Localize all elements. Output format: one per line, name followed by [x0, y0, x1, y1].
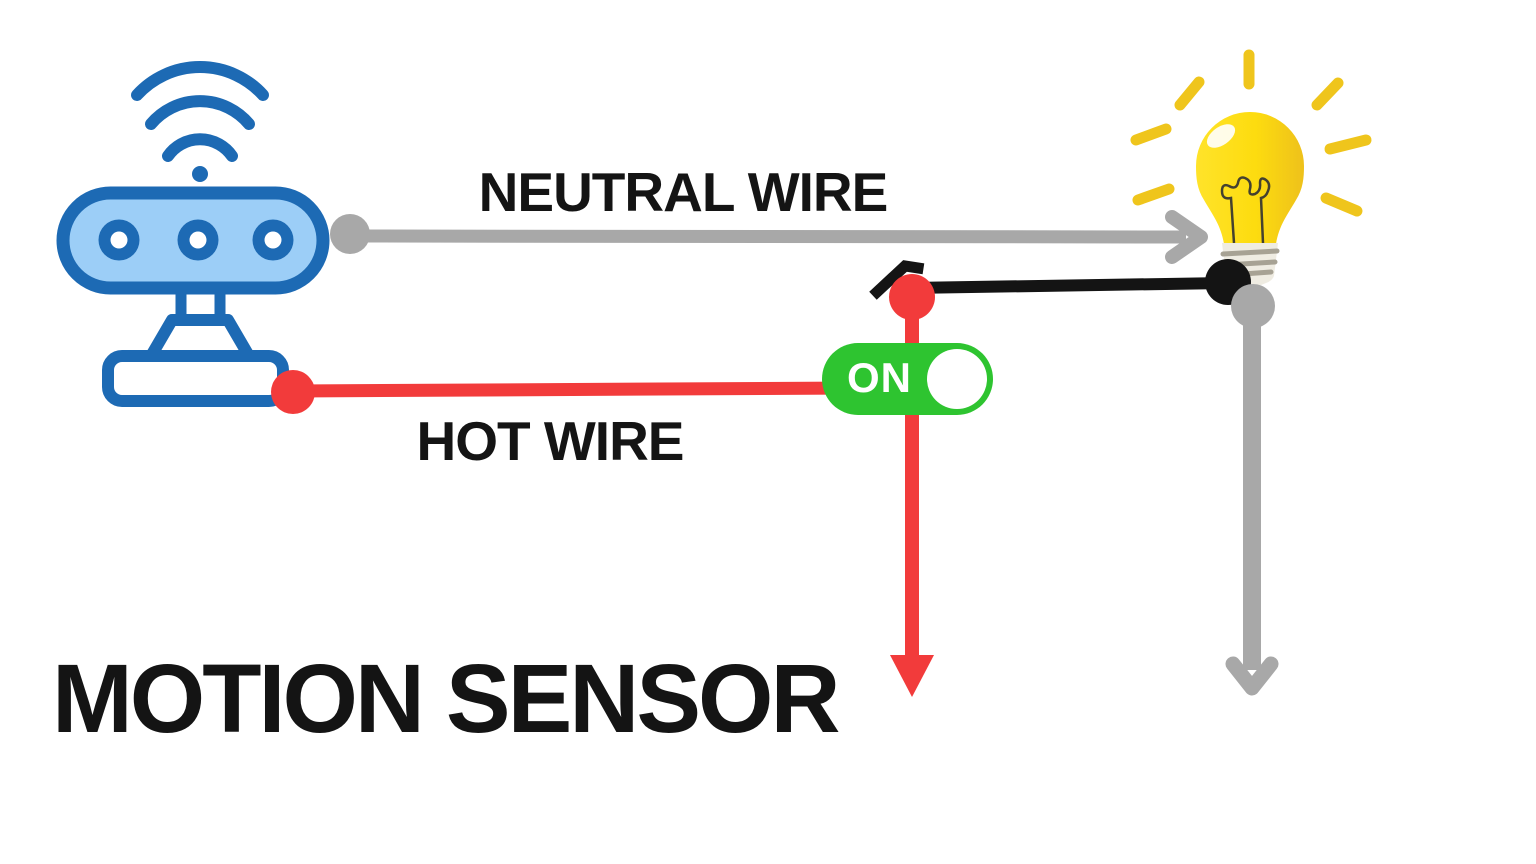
light-switch-toggle[interactable]: ON — [822, 343, 993, 415]
bulb-neutral-return-wire — [1225, 284, 1279, 696]
neutral-wire-label: NEUTRAL WIRE — [478, 161, 889, 223]
gray-terminal-dot — [1231, 284, 1275, 328]
neutral-arrow-head — [1165, 210, 1208, 264]
neutral-terminal-dot — [330, 214, 370, 254]
black-wire-hook — [869, 260, 925, 300]
gray-down-arrow-head — [1225, 656, 1279, 696]
switch-state-label: ON — [847, 354, 912, 402]
bulb-filament — [1220, 176, 1271, 244]
red-junction-dot — [889, 274, 935, 320]
switch-load-wire — [889, 274, 935, 697]
wifi-icon — [131, 61, 269, 182]
hot-terminal-dot — [271, 370, 315, 414]
light-bulb-icon — [1130, 49, 1372, 289]
hot-wire-label: HOT WIRE — [416, 410, 685, 472]
switch-knob[interactable] — [927, 349, 987, 409]
sensor-lenses — [98, 219, 294, 261]
hot-wire — [271, 370, 859, 414]
page-title: MOTION SENSOR — [52, 644, 841, 753]
bulb-highlight — [1206, 124, 1236, 148]
neutral-wire — [330, 210, 1208, 264]
light-rays — [1130, 49, 1372, 217]
motion-sensor-icon — [56, 61, 330, 407]
red-down-arrow-head — [890, 655, 934, 697]
sensor-base — [102, 350, 289, 407]
